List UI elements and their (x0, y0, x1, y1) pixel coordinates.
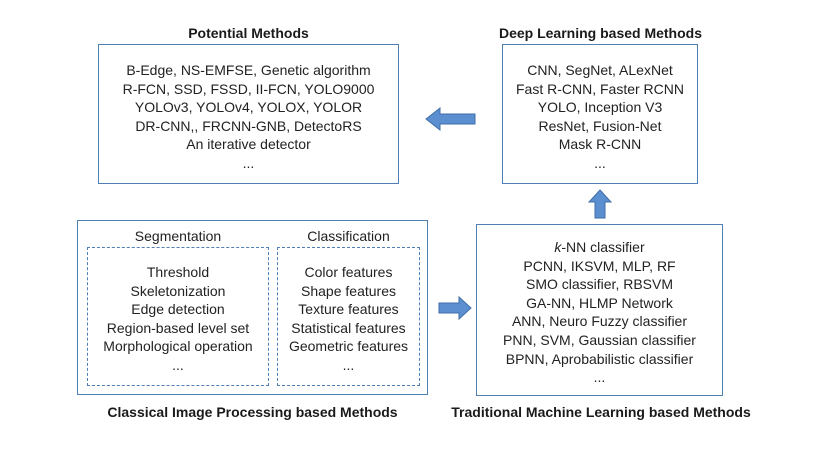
list-item: Edge detection (131, 301, 225, 318)
list-item: BPNN, Aprobabilistic classifier (505, 350, 694, 367)
list-item: ... (172, 356, 184, 373)
arrow-left-icon (425, 106, 476, 132)
knn-rest-label: -NN classifier (561, 239, 645, 255)
list-item: PCNN, IKSVM, MLP, RF (523, 257, 676, 274)
list-item: DR-CNN,, FRCNN-GNB, DetectoRS (135, 117, 362, 134)
potential-methods-list: B-Edge, NS-EMFSE, Genetic algorithm R-FC… (99, 61, 398, 173)
classical-methods-title: Classical Image Processing based Methods (107, 404, 398, 420)
deep-learning-list: CNN, SegNet, ALexNet Fast R-CNN, Faster … (503, 61, 697, 173)
list-item: Texture features (298, 301, 399, 318)
list-item: Threshold (146, 264, 210, 280)
list-item: B-Edge, NS-EMFSE, Genetic algorithm (126, 62, 371, 78)
list-item: YOLOv3, YOLOv4, YOLOX, YOLOR (134, 99, 363, 116)
traditional-methods-list: k-NN classifier PCNN, IKSVM, MLP, RF SMO… (477, 238, 722, 387)
list-item: Geometric features (288, 338, 409, 355)
list-item: YOLO, Inception V3 (537, 99, 663, 116)
list-item: GA-NN, HLMP Network (526, 294, 673, 311)
list-item: Morphological operation (103, 338, 253, 355)
knn-k-label: k (554, 239, 562, 255)
traditional-methods-box: k-NN classifier PCNN, IKSVM, MLP, RF SMO… (476, 224, 723, 396)
list-item: ... (342, 356, 355, 373)
potential-methods-box: B-Edge, NS-EMFSE, Genetic algorithm R-FC… (98, 44, 399, 184)
list-item: ... (242, 154, 255, 171)
potential-methods-title: Potential Methods (188, 25, 309, 41)
classical-methods-box (77, 220, 428, 395)
deep-learning-title: Deep Learning based Methods (498, 25, 703, 41)
list-item: PNN, SVM, Gaussian classifier (503, 331, 696, 348)
traditional-methods-title: Traditional Machine Learning based Metho… (451, 404, 751, 420)
list-item: Color features (304, 264, 393, 280)
arrow-up-icon (588, 189, 612, 219)
list-item: ANN, Neuro Fuzzy classifier (511, 313, 688, 330)
classification-dashed-box: Color features Shape features Texture fe… (277, 247, 420, 386)
segmentation-heading: Segmentation (134, 228, 222, 244)
segmentation-list: Threshold Skeletonization Edge detection… (88, 263, 268, 375)
list-item: R-FCN, SSD, FSSD, II-FCN, YOLO9000 (122, 80, 375, 97)
list-item: Mask R-CNN (558, 136, 642, 153)
list-item: ... (594, 154, 606, 171)
list-item: CNN, SegNet, ALexNet (527, 62, 673, 78)
classification-heading: Classification (307, 228, 390, 244)
list-item: Region-based level set (106, 319, 250, 336)
list-item: Fast R-CNN, Faster RCNN (515, 80, 684, 97)
deep-learning-box: CNN, SegNet, ALexNet Fast R-CNN, Faster … (502, 44, 698, 184)
list-item: k-NN classifier (477, 238, 722, 257)
list-item: ResNet, Fusion-Net (538, 117, 662, 134)
list-item: An iterative detector (186, 136, 311, 153)
segmentation-dashed-box: Threshold Skeletonization Edge detection… (87, 247, 269, 386)
list-item: ... (593, 369, 606, 386)
classification-list: Color features Shape features Texture fe… (278, 263, 419, 375)
arrow-right-icon (438, 296, 472, 320)
list-item: Skeletonization (130, 282, 226, 299)
list-item: Shape features (301, 282, 396, 299)
list-item: Statistical features (291, 319, 406, 336)
list-item: SMO classifier, RBSVM (525, 276, 674, 293)
